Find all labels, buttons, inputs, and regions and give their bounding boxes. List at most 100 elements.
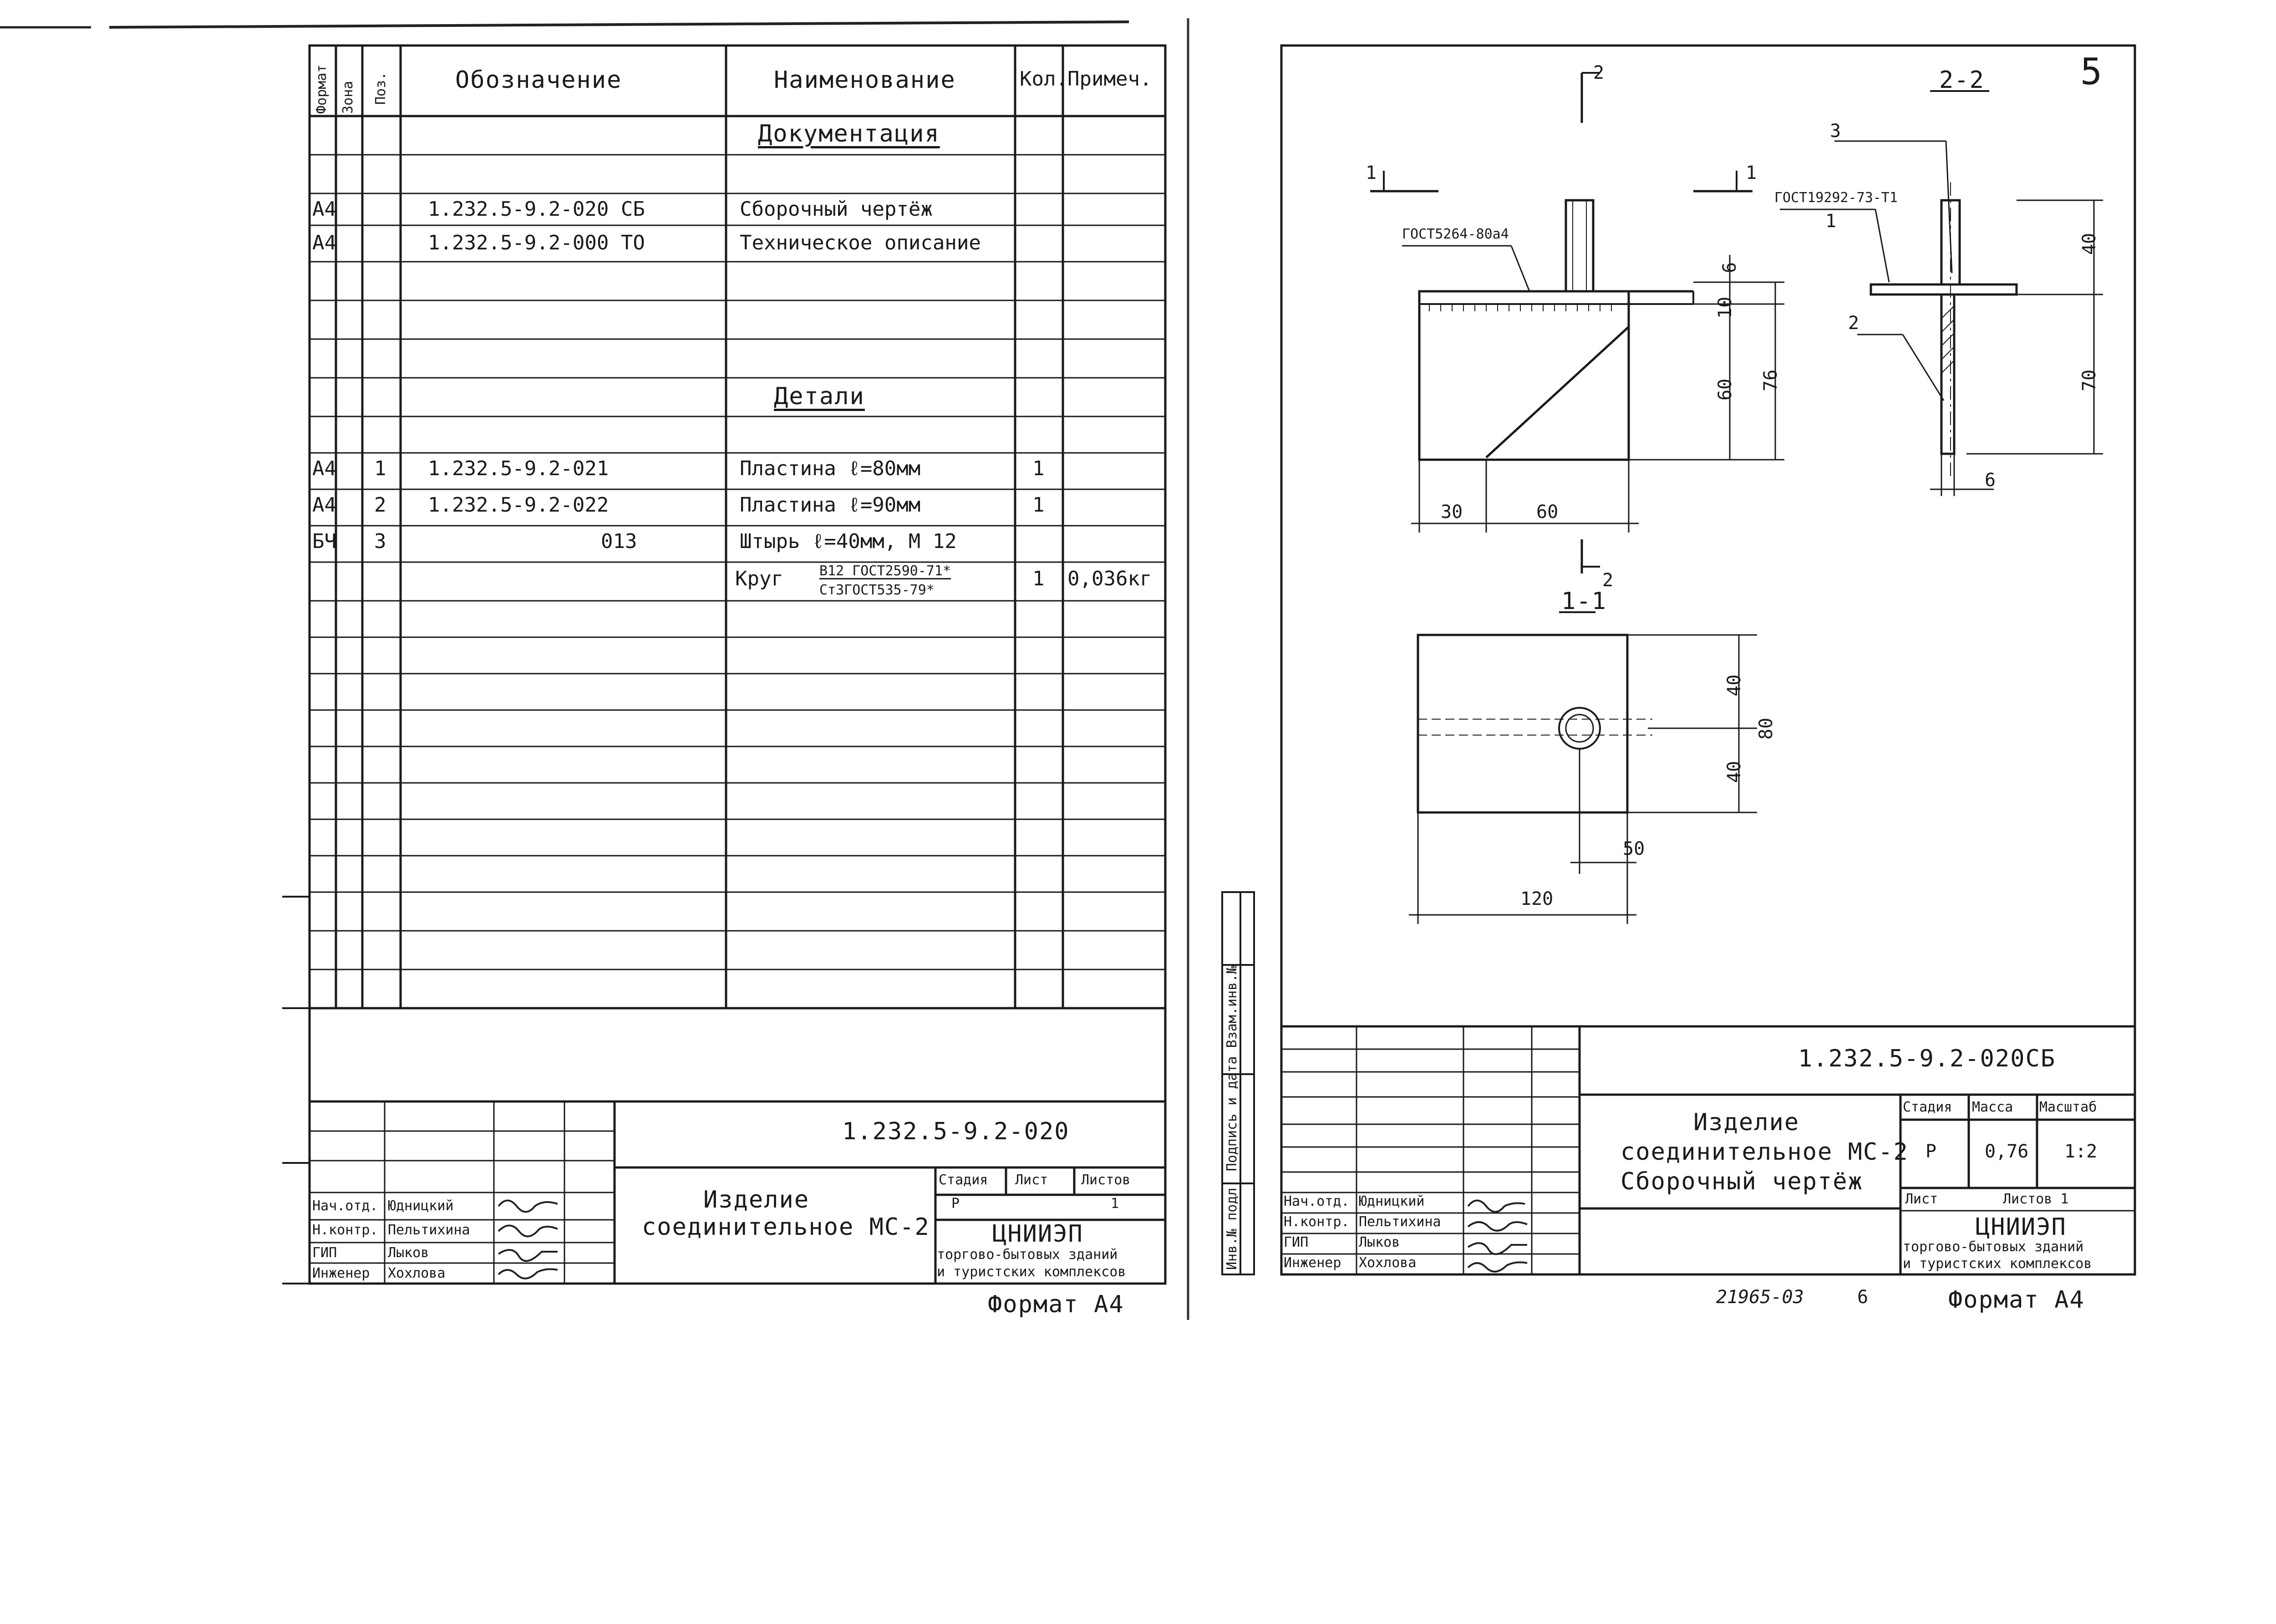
signer-name: Хохлова xyxy=(1359,1255,1417,1271)
header-pos: Поз. xyxy=(373,71,389,105)
header-designation: Обозначение xyxy=(455,66,622,94)
leader-label: 1 xyxy=(1825,211,1837,232)
row-designation: 1.232.5-9.2-022 xyxy=(428,493,609,517)
signer-role: Н.контр. xyxy=(312,1222,378,1238)
header-format: Формат xyxy=(314,64,330,114)
drawing-format-label: Формат А4 xyxy=(1948,1286,2085,1314)
signer-name: Лыков xyxy=(1359,1234,1400,1250)
dim-60h: 60 xyxy=(1536,502,1559,523)
row-format: А4 xyxy=(312,493,336,517)
row-name: Пластина ℓ=80мм xyxy=(740,457,921,480)
signer-name: Лыков xyxy=(388,1245,429,1261)
row-name: Пластина ℓ=90мм xyxy=(740,493,921,517)
row-pos: 2 xyxy=(374,493,386,517)
drawing-scale-label: Масштаб xyxy=(2039,1099,2097,1115)
drawing-org-line2: и туристских комплексов xyxy=(1903,1256,2092,1272)
drawing-title-line2: соединительное МС-2 xyxy=(1621,1138,1909,1166)
row-name: Техническое описание xyxy=(740,231,981,254)
spec-org-line1: торгово-бытовых зданий xyxy=(937,1247,1118,1263)
dim-40a: 40 xyxy=(1724,674,1745,696)
dim-80: 80 xyxy=(1756,717,1777,740)
row-designation: 1.232.5-9.2-000 ТО xyxy=(428,231,645,254)
dim-120: 120 xyxy=(1520,888,1554,909)
signer-name: Хохлова xyxy=(388,1265,446,1281)
cut-label: 2 xyxy=(1602,570,1614,591)
krug-label: Круг xyxy=(735,567,783,590)
spec-sheets-value: 1 xyxy=(1111,1196,1119,1212)
drawing-org-line1: торгово-бытовых зданий xyxy=(1903,1239,2084,1255)
krug-qty: 1 xyxy=(1032,567,1045,590)
dim-6: 6 xyxy=(1719,262,1740,273)
drawing-title-line3: Сборочный чертёж xyxy=(1621,1168,1863,1195)
row-format: А4 xyxy=(312,231,336,254)
signer-role: ГИП xyxy=(1284,1234,1309,1250)
signer-name: Юдницкий xyxy=(388,1198,454,1214)
spec-sheet-label: Лист xyxy=(1015,1172,1048,1188)
dim-40b: 40 xyxy=(1724,761,1745,783)
drawing-org: ЦНИИЭП xyxy=(1976,1213,2067,1241)
leader-label: 2 xyxy=(1848,313,1859,334)
row-name: Штырь ℓ=40мм, М 12 xyxy=(740,530,957,553)
spec-code: 1.232.5-9.2-020 xyxy=(842,1118,1070,1145)
signer-role: Инженер xyxy=(1284,1255,1341,1271)
signer-role: Инженер xyxy=(312,1265,370,1281)
archive-page: 6 xyxy=(1857,1287,1869,1308)
row-designation: 1.232.5-9.2-021 xyxy=(428,457,609,480)
dim-70: 70 xyxy=(2079,369,2100,391)
spec-title-line1: Изделие xyxy=(703,1186,810,1213)
spec-format-label: Формат А4 xyxy=(988,1291,1124,1318)
krug-note: 0,036кг xyxy=(1067,567,1152,590)
drawing-mass-value: 0,76 xyxy=(1985,1141,2029,1162)
cut-label: 1 xyxy=(1746,162,1757,183)
signer-role: ГИП xyxy=(312,1245,337,1261)
drawing-code: 1.232.5-9.2-020СБ xyxy=(1798,1045,2056,1072)
krug-numerator: В12 ГОСТ2590-71* xyxy=(819,563,951,579)
drawing-stage-value: Р xyxy=(1925,1141,1937,1162)
dim-50: 50 xyxy=(1623,838,1645,859)
signer-name: Пельтихина xyxy=(388,1222,470,1238)
spec-grid xyxy=(0,18,1189,1320)
row-designation: 013 xyxy=(601,530,637,553)
archive-number: 21965-03 xyxy=(1716,1287,1804,1308)
row-qty: 1 xyxy=(1032,493,1045,517)
section-1-1-label: 1-1 xyxy=(1561,588,1607,615)
row-designation: 1.232.5-9.2-020 СБ xyxy=(428,198,645,221)
section-documentation: Документация xyxy=(758,120,940,147)
signer-role: Н.контр. xyxy=(1284,1214,1350,1230)
spec-stage-label: Стадия xyxy=(939,1172,988,1188)
dim-76: 76 xyxy=(1760,369,1781,391)
row-qty: 1 xyxy=(1032,457,1045,480)
drawing-mass-label: Масса xyxy=(1972,1099,2013,1115)
dim-30: 30 xyxy=(1441,502,1463,523)
header-zone: Зона xyxy=(340,81,356,114)
row-format: А4 xyxy=(312,198,336,221)
section-2-2-label: 2-2 xyxy=(1939,66,1985,94)
weld-gost-right: ГОСТ19292-73-Т1 xyxy=(1774,190,1898,206)
row-pos: 1 xyxy=(374,457,386,480)
drawing-sheets-label: Листов 1 xyxy=(2003,1191,2069,1207)
drawing-scale-value: 1:2 xyxy=(2064,1141,2098,1162)
cut-label: 2 xyxy=(1593,62,1605,83)
drawing-sheet-label: Лист xyxy=(1905,1191,1938,1207)
row-name: Сборочный чертёж xyxy=(740,198,933,221)
dim-6b: 6 xyxy=(1985,470,1996,491)
drawing-sheet: 5 2-2 1-1 2 1 1 2 3 1 2 ГОСТ5264-80а4 ГО… xyxy=(1193,0,2276,1365)
signer-name: Юдницкий xyxy=(1359,1193,1425,1209)
dim-60v: 60 xyxy=(1715,378,1736,401)
row-pos: 3 xyxy=(374,530,386,553)
drawing-frame xyxy=(1221,44,2136,1276)
drawing-stage-label: Стадия xyxy=(1903,1099,1952,1115)
side-stamp: Инв.№ подл. Подпись и дата Взам.инв.№ xyxy=(1224,965,1240,1270)
row-format: А4 xyxy=(312,457,336,480)
specification-sheet: Формат Зона Поз. Обозначение Наименовани… xyxy=(0,0,1193,1365)
weld-gost-left: ГОСТ5264-80а4 xyxy=(1402,226,1509,242)
leader-label: 3 xyxy=(1830,121,1841,142)
dim-10: 10 xyxy=(1715,296,1736,319)
signer-name: Пельтихина xyxy=(1359,1214,1441,1230)
header-note: Примеч. xyxy=(1067,67,1152,91)
spec-org-line2: и туристских комплексов xyxy=(937,1264,1126,1280)
spec-title-line2: соединительное МС-2 xyxy=(642,1213,930,1241)
krug-denominator: Ст3ГОСТ535-79* xyxy=(819,582,935,598)
signer-role: Нач.отд. xyxy=(1284,1193,1350,1209)
spec-org: ЦНИИЭП xyxy=(992,1220,1083,1248)
